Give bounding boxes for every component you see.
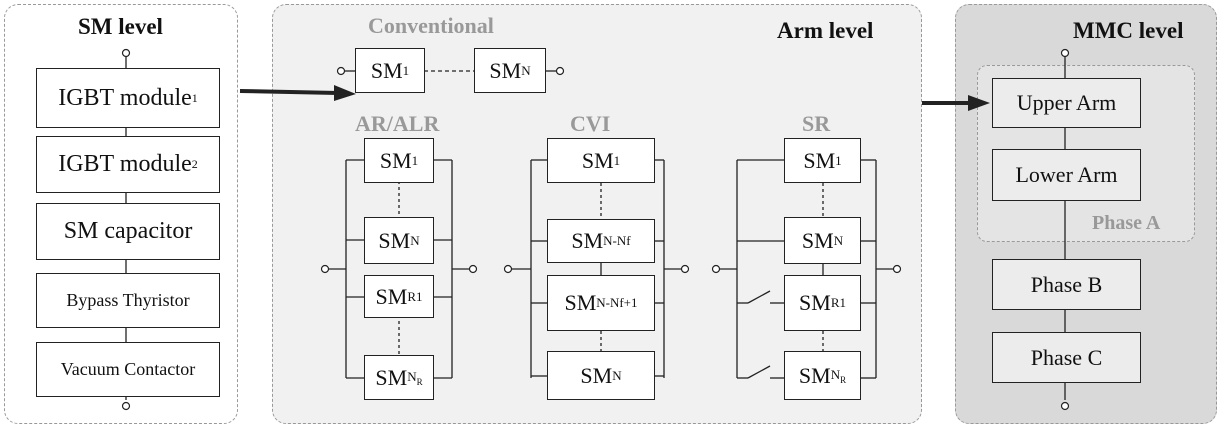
- lower-arm-box: Lower Arm: [992, 149, 1141, 201]
- conventional-title: Conventional: [368, 13, 494, 38]
- ar-alr-title: AR/ALR: [355, 111, 440, 136]
- vacuum-contactor-box: Vacuum Contactor: [36, 342, 220, 397]
- sm-level-title: SM level: [78, 14, 163, 39]
- sr-title: SR: [802, 111, 831, 136]
- arrow-to-arm: [239, 85, 356, 101]
- phase-b-box: Phase B: [992, 259, 1141, 310]
- arm-level-title: Arm level: [777, 18, 874, 43]
- mmc-level-title: MMC level: [1073, 18, 1184, 43]
- upper-arm-box: Upper Arm: [992, 78, 1141, 128]
- bypass-thyristor-box: Bypass Thyristor: [36, 273, 220, 328]
- sm-capacitor-box: SM capacitor: [36, 203, 220, 260]
- phase-c-box: Phase C: [992, 332, 1141, 383]
- cvi-title: CVI: [570, 111, 611, 136]
- arrow-to-mmc: [922, 95, 990, 111]
- phase-a-label: Phase A: [1092, 212, 1161, 234]
